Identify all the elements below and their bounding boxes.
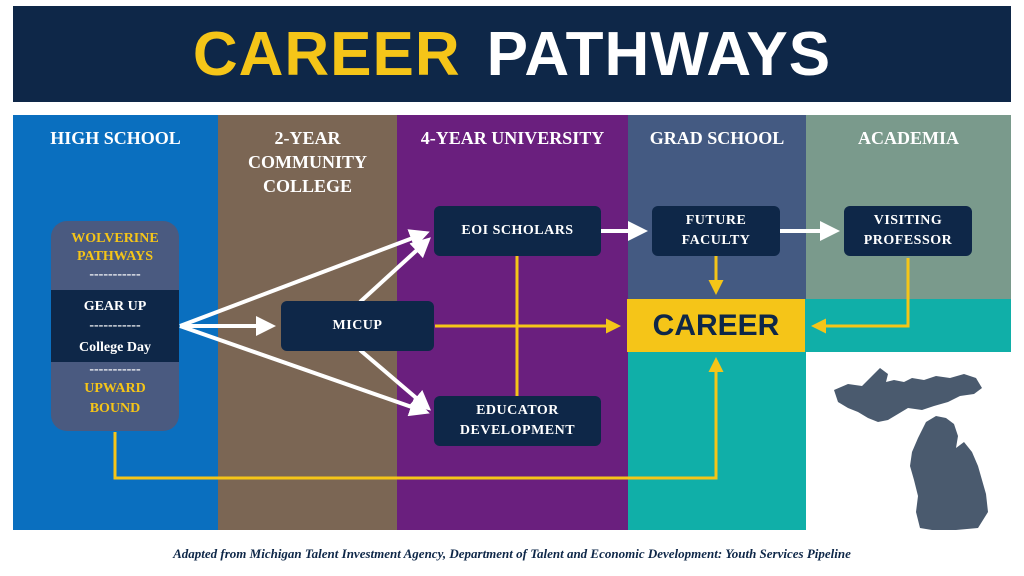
hs-wolverine-label: WOLVERINE [71, 231, 159, 246]
title-word-pathways: PATHWAYS [486, 19, 832, 89]
node-visiting-line2: PROFESSOR [863, 233, 953, 248]
hs-gear-up-label: GEAR UP [83, 299, 147, 314]
arrow-visiting-to-career [811, 258, 910, 334]
hs-college-day-label: College Day [79, 340, 151, 355]
hs-separator-1: ----------- [89, 267, 141, 282]
arrow-hs-to-eoi [179, 229, 430, 328]
node-future-line2: FACULTY [681, 233, 751, 248]
hs-gear-up-band [51, 290, 179, 362]
node-micup: MICUP [281, 301, 434, 351]
heading-cc-line2: COMMUNITY [248, 152, 367, 172]
hs-separator-3: ----------- [89, 362, 141, 377]
heading-high-school: HIGH SCHOOL [50, 128, 181, 148]
hs-upward-label: UPWARD [84, 381, 146, 396]
hs-bound-label: BOUND [89, 401, 141, 416]
node-educator-development: EDUCATOR DEVELOPMENT [434, 396, 601, 446]
heading-academia: ACADEMIA [858, 128, 959, 148]
arrow-micup-to-educator [358, 348, 432, 411]
hs-pathways-label: PATHWAYS [77, 249, 153, 264]
arrow-micup-to-eoi [358, 237, 431, 304]
heading-community-college: 2-YEAR COMMUNITY COLLEGE [218, 126, 397, 198]
column-university [397, 115, 628, 530]
title-word-career: CAREER [192, 19, 461, 89]
node-eoi-scholars: EOI SCHOLARS [434, 206, 601, 256]
node-visiting-professor: VISITING PROFESSOR [844, 206, 972, 256]
source-caption: Adapted from Michigan Talent Investment … [173, 546, 851, 561]
node-future-faculty: FUTURE FACULTY [652, 206, 780, 256]
title-banner: CAREER PATHWAYS [13, 6, 1011, 102]
node-educator-line2: DEVELOPMENT [459, 423, 576, 438]
node-career: CAREER [627, 299, 805, 352]
node-micup-label: MICUP [332, 318, 383, 333]
michigan-map-icon [834, 368, 988, 530]
arrow-upward-bound-to-career [113, 357, 724, 480]
heading-university: 4-YEAR UNIVERSITY [420, 128, 605, 148]
arrow-hs-to-educator [179, 324, 430, 417]
node-educator-line1: EDUCATOR [476, 403, 559, 418]
heading-grad-school: GRAD SCHOOL [649, 128, 785, 148]
high-school-programs-box: WOLVERINE PATHWAYS ----------- GEAR UP -… [51, 221, 179, 431]
node-future-line1: FUTURE [685, 213, 747, 228]
node-visiting-line1: VISITING [873, 213, 943, 228]
node-career-label: CAREER [652, 308, 780, 342]
node-eoi-label: EOI SCHOLARS [461, 223, 574, 238]
heading-cc-line3: COLLEGE [262, 176, 353, 196]
heading-cc-line1: 2-YEAR [274, 128, 341, 148]
hs-separator-2: ----------- [89, 318, 141, 333]
